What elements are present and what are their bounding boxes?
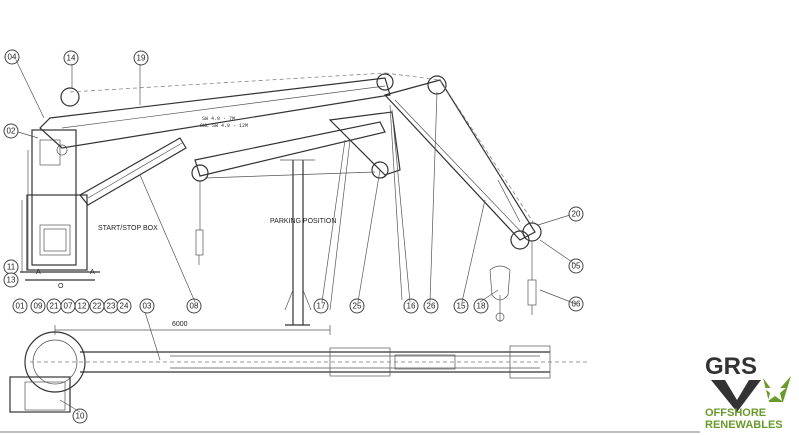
callout-number: 08	[190, 302, 199, 311]
callout-circle	[30, 298, 46, 314]
logo-line1: OFFSHORE	[705, 407, 766, 419]
swl-label-1: SW 4.0 - 7M	[202, 116, 235, 122]
callout-21: 21	[46, 298, 62, 314]
callout-number: 26	[427, 302, 436, 311]
callout-number: 18	[477, 302, 486, 311]
callout-number: 17	[317, 302, 326, 311]
logo-w-mark	[711, 380, 761, 412]
callout-number: 19	[137, 54, 146, 63]
callout-number: 22	[93, 302, 102, 311]
logo-grs-text: GRS	[705, 353, 757, 380]
crane-pedestal	[20, 129, 100, 281]
callout-25: 25	[349, 298, 365, 314]
callout-circle	[139, 298, 155, 314]
section-marker-a-right: A	[90, 269, 95, 276]
callout-number: 02	[7, 127, 16, 136]
swl-label-2: SWL SW 4.0 - 12M	[200, 123, 248, 129]
callout-14: 14	[63, 50, 79, 66]
callout-circle	[133, 50, 149, 66]
callout-circle	[473, 298, 489, 314]
callout-circle	[453, 298, 469, 314]
callout-circle	[63, 50, 79, 66]
section-marker-a-left: A	[36, 269, 41, 276]
grs-offshore-logo: GRS OFFSHORE RENEWABLES	[705, 353, 791, 430]
callout-10: 10	[72, 408, 88, 424]
leader-lines	[15, 59, 577, 413]
callout-number: 05	[572, 262, 581, 271]
callout-16: 16	[403, 298, 419, 314]
callout-circle	[568, 206, 584, 222]
callout-09: 09	[30, 298, 46, 314]
main-boom	[39, 72, 441, 149]
callout-18: 18	[473, 298, 489, 314]
callout-26: 26	[423, 298, 439, 314]
callout-24: 24	[116, 298, 132, 314]
callout-circle	[12, 298, 28, 314]
callout-number: 16	[407, 302, 416, 311]
callout-circle	[74, 298, 90, 314]
callout-circle	[349, 298, 365, 314]
parking-position-label: PARKING POSITION	[270, 218, 336, 225]
callout-bubbles: 04 14 19 02 11 13 01 09 21 07 12 22 23 24 03 08 17 25 16 26…	[3, 49, 584, 424]
callout-circle	[72, 408, 88, 424]
callout-04: 04	[4, 49, 20, 65]
parking-stand	[280, 159, 315, 326]
callout-circle	[313, 298, 329, 314]
callout-19: 19	[133, 50, 149, 66]
callout-number: 21	[50, 302, 59, 311]
callout-number: 12	[78, 302, 87, 311]
callout-number: 25	[353, 302, 362, 311]
callout-number: 07	[64, 302, 73, 311]
callout-number: 04	[8, 53, 17, 62]
callout-number: 01	[16, 302, 25, 311]
callout-number: 20	[572, 210, 581, 219]
parking-boom	[191, 121, 389, 265]
logo-star-icon	[764, 380, 786, 401]
callout-number: 13	[7, 276, 16, 285]
callout-number: 03	[143, 302, 152, 311]
dimension-line	[54, 325, 331, 335]
logo-line2: RENEWABLES	[705, 419, 783, 430]
callout-15: 15	[453, 298, 469, 314]
callout-number: 14	[67, 54, 76, 63]
callout-17: 17	[313, 298, 329, 314]
callout-02: 02	[3, 123, 19, 139]
callout-number: 24	[120, 302, 129, 311]
parking-hook	[489, 265, 511, 322]
callout-circle	[3, 272, 19, 288]
callout-07: 07	[60, 298, 76, 314]
callout-20: 20	[568, 206, 584, 222]
callout-circle	[116, 298, 132, 314]
callout-01: 01	[12, 298, 28, 314]
callout-circle	[423, 298, 439, 314]
callout-number: 09	[34, 302, 43, 311]
callout-08: 08	[186, 298, 202, 314]
callout-11: 11	[3, 259, 19, 275]
callout-22: 22	[89, 298, 105, 314]
start-stop-label: START/STOP BOX	[98, 225, 158, 232]
callout-number: 06	[572, 300, 581, 309]
dimension-label: 6000	[172, 321, 188, 328]
crane-plan-view	[9, 331, 590, 413]
callout-number: 15	[457, 302, 466, 311]
callout-circle	[403, 298, 419, 314]
knuckle-boom	[383, 75, 542, 315]
callout-number: 11	[7, 263, 16, 272]
callout-23: 23	[103, 298, 119, 314]
callout-circle	[4, 49, 20, 65]
luffing-cylinder	[79, 137, 187, 206]
section-marker-o: O	[58, 283, 64, 290]
callout-circle	[3, 123, 19, 139]
callout-12: 12	[74, 298, 90, 314]
callout-13: 13	[3, 272, 19, 288]
callout-number: 23	[107, 302, 116, 311]
intermediate-boom	[328, 104, 403, 311]
callout-03: 03	[139, 298, 155, 314]
callout-number: 10	[76, 412, 85, 421]
